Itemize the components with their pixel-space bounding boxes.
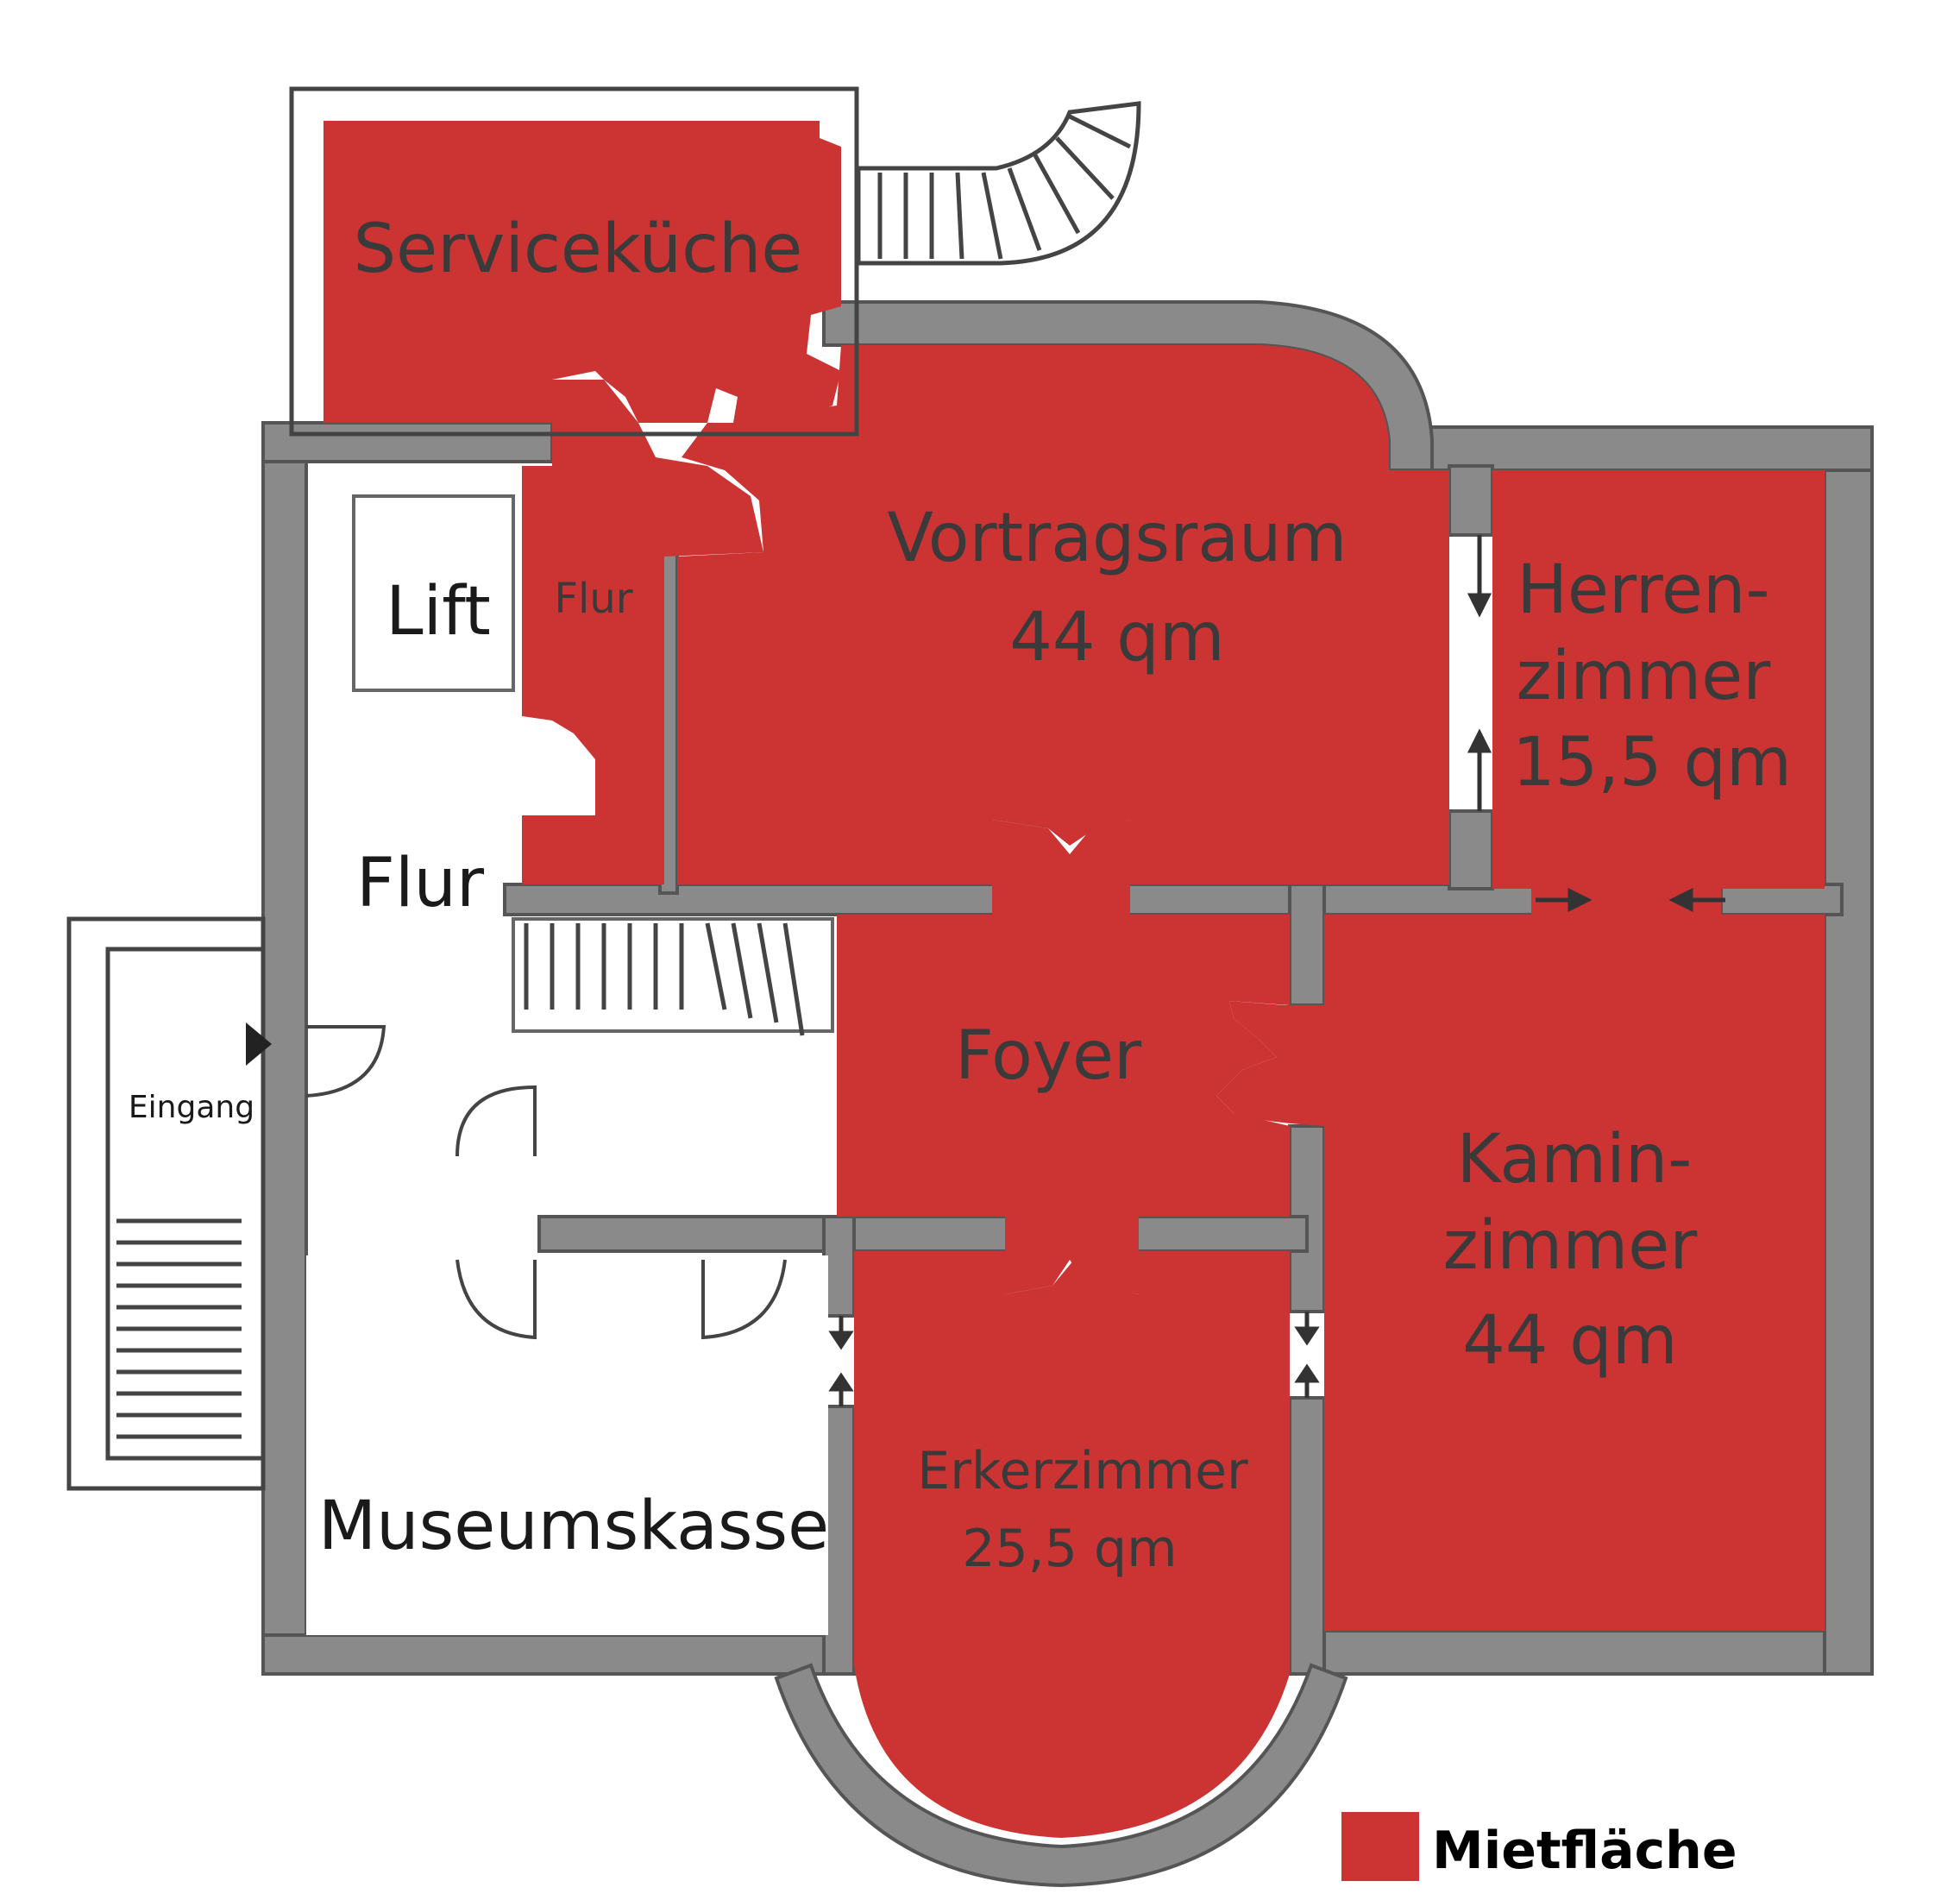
door-arcs — [305, 1025, 787, 1340]
wall-herren-partition — [1448, 464, 1494, 537]
access-arrows — [828, 535, 1725, 1406]
label-flur-main: Flur — [356, 845, 485, 922]
non-rental — [306, 494, 834, 1635]
outer-wall-bottom-right — [1288, 1629, 1874, 1676]
legend-label: Mietfläche — [1432, 1821, 1737, 1881]
outer-wall-top-right — [1404, 425, 1874, 472]
label-erker: Erkerzimmer — [917, 1441, 1248, 1501]
servicekueche-frame — [289, 86, 859, 437]
room-vortragsraum[interactable] — [677, 345, 1449, 884]
label-foyer: Foyer — [955, 1017, 1142, 1095]
outer-wall-right — [1823, 425, 1874, 1676]
label-vortragsraum: Vortragsraum — [888, 500, 1348, 577]
room-labels: Serviceküche Flur Lift Flur Vortragsraum… — [129, 211, 1792, 1579]
legend-swatch — [1341, 1812, 1419, 1881]
outer-wall-left — [261, 421, 308, 1676]
erker-bay-wall — [774, 1663, 1348, 1888]
room-foyer[interactable] — [837, 820, 1290, 1294]
entrance-arrow-icon — [246, 1022, 272, 1066]
wall-kamin-left-low — [1288, 1396, 1326, 1676]
wall-erker-left-top — [822, 1215, 856, 1318]
label-museumskasse: Museumskasse — [318, 1488, 829, 1565]
label-erker-area: 25,5 qm — [962, 1519, 1177, 1579]
rental-areas — [324, 121, 1825, 1838]
stair-steps — [524, 922, 805, 1036]
wall-right-herren — [1719, 883, 1844, 916]
spiral-stair — [856, 101, 1141, 266]
label-vortragsraum-area: 44 qm — [1009, 599, 1225, 676]
label-kamin-2: zimmer — [1443, 1207, 1699, 1285]
label-flur-small: Flur — [554, 575, 632, 623]
legend: Mietfläche — [1341, 1812, 1737, 1881]
room-flur-small[interactable] — [522, 380, 763, 884]
label-herren-area: 15,5 qm — [1512, 724, 1792, 802]
label-kamin-area: 44 qm — [1462, 1302, 1678, 1380]
label-eingang: Eingang — [129, 1090, 254, 1125]
outer-wall-bottom-left — [261, 1633, 826, 1676]
label-herren-2: zimmer — [1517, 638, 1772, 715]
room-kaminzimmer[interactable] — [1216, 915, 1825, 1631]
wall-herren-partition2 — [1448, 809, 1494, 890]
label-lift: Lift — [386, 573, 491, 651]
label-servicekueche: Serviceküche — [354, 211, 803, 288]
staircase-flur — [512, 917, 834, 1033]
label-kamin-1: Kamin- — [1457, 1121, 1693, 1199]
label-herren-1: Herren- — [1517, 551, 1769, 629]
room-servicekueche[interactable] — [324, 121, 841, 423]
room-herrenzimmer[interactable] — [1492, 470, 1825, 915]
room-erkerzimmer[interactable] — [854, 1251, 1290, 1838]
outer-wall-top-left — [261, 421, 554, 463]
wall-foyer-bottom — [537, 1215, 1309, 1253]
lift-shaft — [352, 494, 515, 692]
entrance-stairs — [66, 916, 266, 1491]
wall-kamin-left-top — [1288, 883, 1326, 1007]
museumskasse-room — [306, 1255, 828, 1635]
